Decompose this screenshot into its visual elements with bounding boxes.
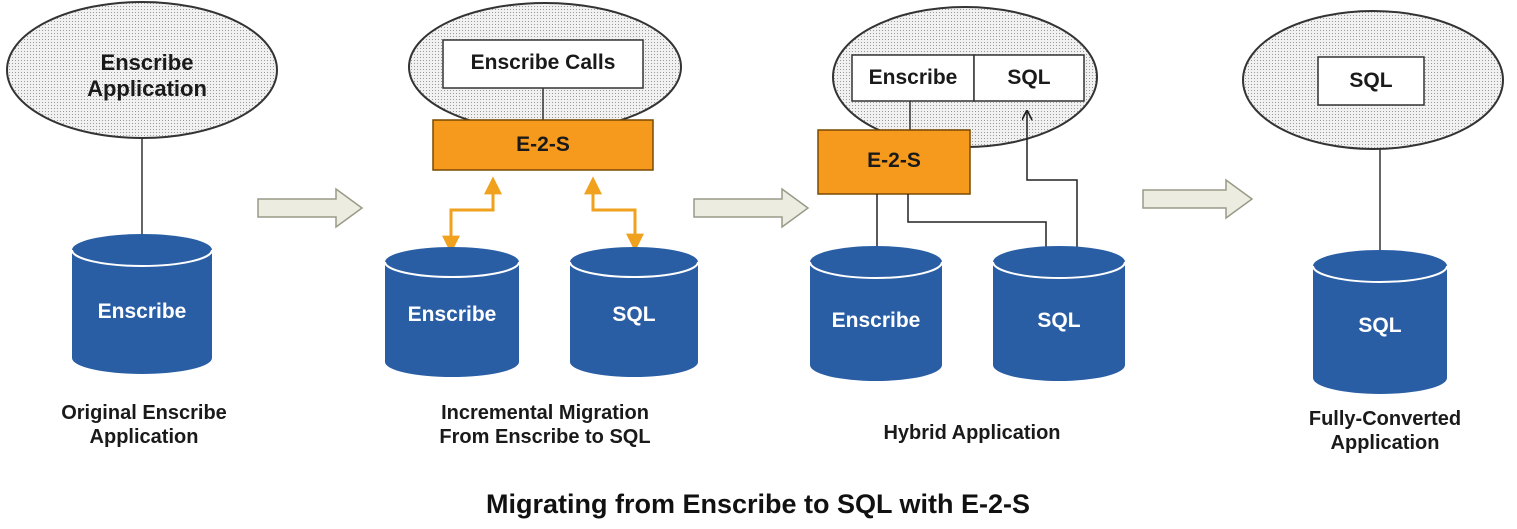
stage-2-incremental-migration [384,2,699,377]
stage-4-caption: Fully-Converted Application [1308,408,1462,454]
diagram-title: Migrating from Enscribe to SQL with E-2-… [485,489,1031,519]
flow-arrow-1 [257,187,364,229]
stage-1-original-application [6,1,278,374]
e2s-middleware-box [432,119,654,171]
stage-1-app-label: Enscribe Application [87,50,207,101]
flow-arrow-2 [693,187,810,229]
database-cylinder-sql [992,246,1126,381]
orange-connector-right [584,176,644,252]
sql-app-box [1317,56,1425,106]
stage-2-app-box-label: Enscribe Calls [470,51,616,74]
stage-3-app-enscribe-label: Enscribe [868,66,958,89]
sql-app-box [973,54,1085,102]
stage-3-caption: Hybrid Application [883,422,1061,444]
stage-3-db-sql-label: SQL [1037,309,1081,332]
stage-4-app-box-label: SQL [1349,69,1393,92]
stage-2-caption: Incremental Migration From Enscribe to S… [439,402,651,448]
stage-2-db-enscribe-label: Enscribe [407,303,497,326]
flow-arrow-3 [1142,178,1254,220]
database-cylinder-enscribe [71,234,213,374]
database-cylinder-sql [569,247,699,377]
stage-3-app-sql-label: SQL [1007,66,1051,89]
stage-1-caption: Original Enscribe Application [61,402,227,448]
stage-4-fully-converted [1242,10,1504,394]
stage-3-middleware-label: E-2-S [867,149,921,172]
stage-2-middleware-label: E-2-S [516,133,570,156]
e2s-middleware-box [817,129,971,195]
database-cylinder-sql [1312,250,1448,394]
database-cylinder-enscribe [809,246,943,381]
enscribe-calls-box [442,39,644,89]
stage-1-db-label: Enscribe [97,300,187,323]
stage-2-db-sql-label: SQL [612,303,656,326]
stage-3-db-enscribe-label: Enscribe [831,309,921,332]
enscribe-app-box [851,54,975,102]
stage-3-hybrid-application [809,6,1126,381]
orange-connector-left [442,176,502,254]
stage-4-db-label: SQL [1358,314,1402,337]
database-cylinder-enscribe [384,247,520,377]
sql-direct-line [1027,112,1077,264]
